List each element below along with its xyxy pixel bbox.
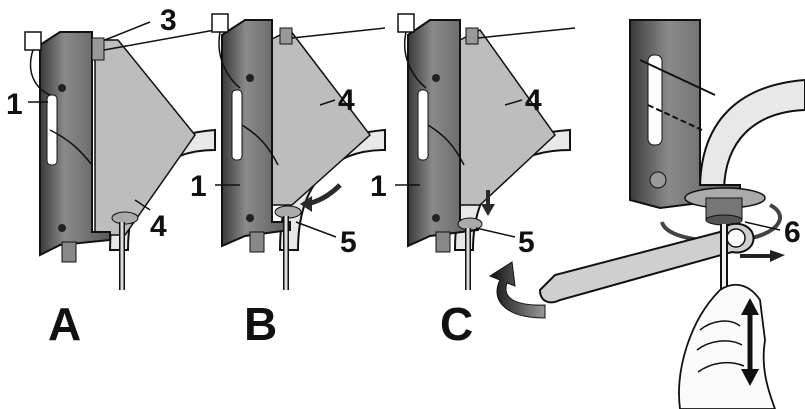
leader: [134, 199, 151, 211]
foot: [249, 231, 265, 253]
callout-1: 1: [6, 88, 23, 121]
rotate-arrow-head: [300, 196, 312, 212]
bracket-slot: [46, 94, 58, 166]
panel-4: [459, 29, 556, 206]
screw: [649, 171, 667, 189]
panel-4: [269, 29, 372, 206]
hand-finger: [697, 361, 745, 373]
callout-4: 4: [150, 210, 167, 243]
connector: [397, 13, 415, 33]
callout-6: 6: [784, 216, 801, 249]
panel-4: [94, 39, 196, 236]
wire: [291, 27, 386, 39]
connector: [211, 13, 229, 33]
wire: [404, 31, 427, 89]
callout-3: 3: [160, 4, 177, 37]
wire: [241, 124, 279, 166]
screw: [432, 74, 440, 82]
panel-letter-a: A: [48, 298, 81, 350]
screw: [58, 84, 66, 92]
hand-finger: [696, 340, 743, 351]
screw: [432, 214, 440, 222]
connector: [24, 31, 42, 51]
wrench-ring: [726, 228, 746, 248]
callout-5: 5: [518, 226, 535, 259]
wire: [218, 31, 241, 89]
leader: [295, 221, 337, 238]
leader: [104, 21, 151, 41]
wire: [427, 124, 465, 166]
pin: [279, 27, 293, 45]
pin: [465, 27, 479, 45]
wire: [49, 129, 93, 166]
turn-arrow: [488, 261, 546, 319]
leader: [744, 221, 781, 231]
callout-4: 4: [525, 84, 542, 117]
panel-closeup: 6: [538, 19, 805, 409]
leader: [504, 99, 523, 106]
wire: [103, 29, 216, 51]
wire: [647, 104, 703, 131]
panel-a: 1 3 4 A: [6, 4, 216, 350]
down-arrow-head: [481, 204, 495, 216]
screw: [246, 214, 254, 222]
hand-finger: [699, 320, 741, 331]
bracket-slot: [231, 89, 243, 161]
wire: [639, 59, 716, 96]
panel-letter-b: B: [244, 298, 277, 350]
wire: [477, 27, 576, 39]
wrench: [538, 222, 755, 304]
callout-5: 5: [340, 226, 357, 259]
foot: [435, 231, 451, 253]
leader: [319, 99, 336, 106]
callout-1: 1: [190, 170, 207, 203]
panel-b: 1 4 5 B: [190, 13, 386, 350]
leader: [475, 227, 516, 238]
hand: [678, 283, 776, 409]
bracket-slot: [647, 54, 663, 146]
bracket-1: [39, 31, 111, 257]
bracket-1: [221, 19, 291, 248]
foot: [61, 241, 77, 263]
bracket-slot: [417, 89, 429, 161]
pin-3: [91, 37, 105, 61]
rotate-ring-head: [770, 250, 785, 262]
panel-letter-c: C: [440, 298, 473, 350]
updown-arrow-down: [741, 369, 759, 386]
screw: [246, 74, 254, 82]
screw: [58, 224, 66, 232]
callout-4: 4: [338, 84, 355, 117]
callout-1: 1: [370, 170, 387, 203]
wire: [29, 49, 51, 96]
panel-c: 1 4 5 C: [370, 13, 576, 350]
mount-surface: [698, 78, 805, 191]
updown-arrow-up: [741, 298, 759, 315]
